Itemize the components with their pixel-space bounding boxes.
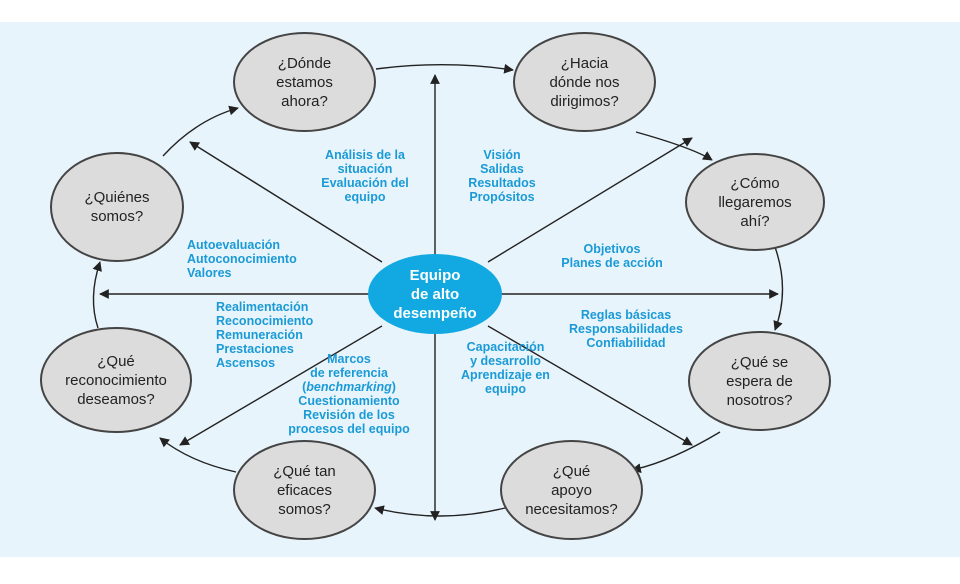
cycle-arrow-6: [159, 437, 237, 473]
node-quienes-somos: ¿Quiénes somos?: [50, 152, 184, 262]
radial-arrow-upleft: [189, 141, 383, 263]
center-node-label: Equipo de alto desempeño: [393, 266, 477, 322]
radial-arrow-downright: [487, 325, 693, 446]
label-vision: Visión Salidas Resultados Propósitos: [468, 148, 536, 204]
cycle-arrow-4: [631, 431, 721, 473]
node-hacia-donde: ¿Hacia dónde nos dirigimos?: [513, 32, 656, 132]
node-como-llegaremos-label: ¿Cómo llegaremos ahí?: [718, 174, 792, 230]
center-node: Equipo de alto desempeño: [368, 254, 502, 334]
label-analisis: Análisis de la situación Evaluación del …: [321, 148, 409, 204]
node-que-tan-eficaces-label: ¿Qué tan eficaces somos?: [273, 462, 336, 518]
label-marcos-line2: Cuestionamiento Revisión de los procesos…: [288, 394, 410, 436]
cycle-arrow-2: [635, 131, 713, 161]
node-que-se-espera: ¿Qué se espera de nosotros?: [688, 331, 831, 431]
node-donde-estamos: ¿Dónde estamos ahora?: [233, 32, 376, 132]
node-quienes-somos-label: ¿Quiénes somos?: [84, 189, 150, 225]
label-marcos: Marcos de referencia (benchmarking) Cues…: [288, 352, 410, 436]
radial-arrows: [99, 74, 779, 521]
node-que-apoyo: ¿Qué apoyo necesitamos?: [500, 440, 643, 540]
node-donde-estamos-label: ¿Dónde estamos ahora?: [276, 54, 333, 110]
label-marcos-italic: benchmarking: [306, 380, 392, 394]
node-que-tan-eficaces: ¿Qué tan eficaces somos?: [233, 440, 376, 540]
label-marcos-line1: Marcos de referencia: [310, 352, 388, 380]
node-que-apoyo-label: ¿Qué apoyo necesitamos?: [525, 462, 618, 518]
node-que-se-espera-label: ¿Qué se espera de nosotros?: [726, 353, 793, 409]
node-hacia-donde-label: ¿Hacia dónde nos dirigimos?: [549, 54, 620, 110]
cycle-arrow-8: [162, 105, 239, 157]
label-reglas: Reglas básicas Responsabilidades Confiab…: [569, 308, 683, 350]
cycle-arrow-5: [374, 505, 506, 517]
radial-arrow-downleft: [179, 325, 383, 446]
cycle-arrow-3: [773, 246, 784, 331]
node-que-reconocimiento: ¿Qué reconocimiento deseamos?: [40, 327, 192, 433]
cycle-arrows: [92, 63, 784, 517]
radial-arrow-upright: [487, 137, 693, 263]
label-autoevaluacion: Autoevaluación Autoconocimiento Valores: [187, 238, 297, 280]
cycle-arrow-7: [92, 261, 102, 329]
node-como-llegaremos: ¿Cómo llegaremos ahí?: [685, 153, 825, 251]
label-objetivos: Objetivos Planes de acción: [561, 242, 663, 270]
cycle-arrow-1: [375, 63, 514, 74]
label-realimentacion: Realimentación Reconocimiento Remuneraci…: [216, 300, 314, 370]
node-que-reconocimiento-label: ¿Qué reconocimiento deseamos?: [65, 352, 167, 408]
label-capacitacion: Capacitación y desarrollo Aprendizaje en…: [461, 340, 550, 396]
